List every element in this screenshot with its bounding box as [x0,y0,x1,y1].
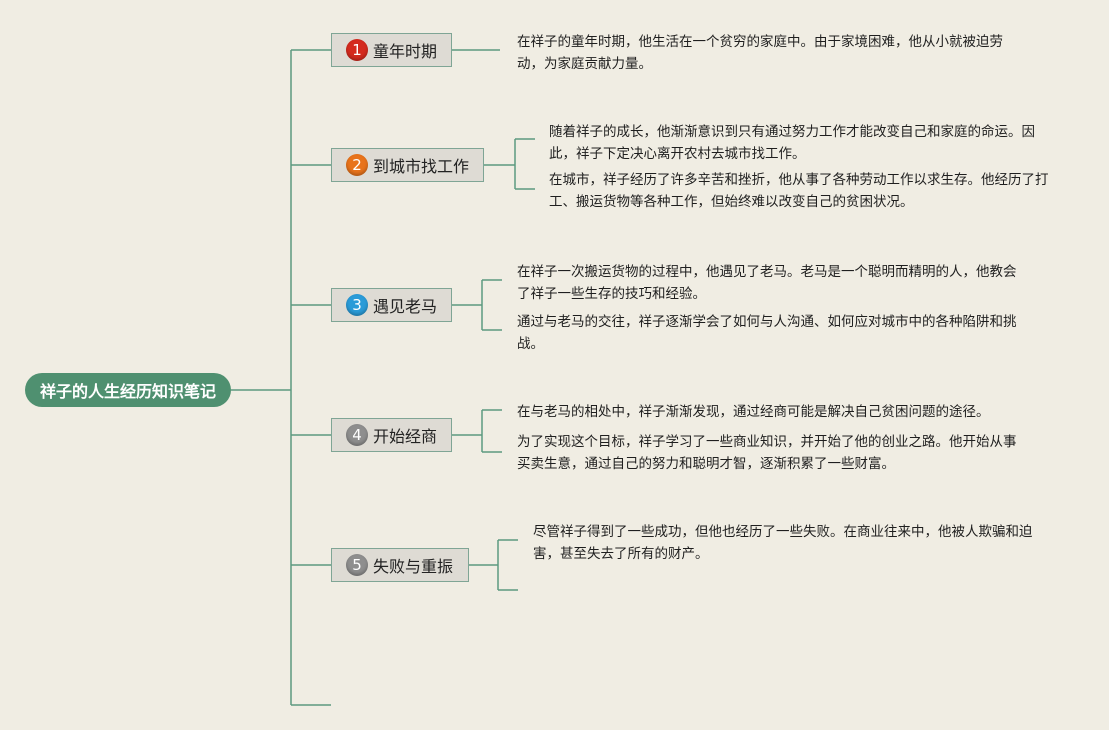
branch-find-work-in-city[interactable]: 2 到城市找工作 [331,148,484,182]
note-childhood: 在祥子的童年时期，他生活在一个贫穷的家庭中。由于家境困难，他从小就被迫劳动，为家… [517,34,1003,72]
number-badge-3-icon: 3 [346,294,368,316]
branch-start-business[interactable]: 4 开始经商 [331,418,452,452]
note-start-business-1: 在与老马的相处中，祥子渐渐发现，通过经商可能是解决自己贫困问题的途径。 [517,404,990,420]
branch-label: 开始经商 [373,427,438,446]
number-badge-4-icon: 4 [346,424,368,446]
number-badge-5-icon: 5 [346,554,368,576]
note-find-work-2: 在城市，祥子经历了许多辛苦和挫折，他从事了各种劳动工作以求生存。他经历了打工、搬… [549,172,1049,210]
note-meet-lao-ma-2: 通过与老马的交往，祥子逐渐学会了如何与人沟通、如何应对城市中的各种陷阱和挑战。 [517,314,1017,352]
note-start-business-2: 为了实现这个目标，祥子学习了一些商业知识，并开始了他的创业之路。他开始从事买卖生… [517,434,1017,472]
root-topic[interactable]: 祥子的人生经历知识笔记 [25,373,231,407]
branch-label: 童年时期 [373,42,438,61]
number-badge-2-icon: 2 [346,154,368,176]
branch-meet-lao-ma[interactable]: 3 遇见老马 [331,288,452,322]
branch-label: 遇见老马 [373,297,438,316]
number-badge-1-icon: 1 [346,39,368,61]
note-find-work-1: 随着祥子的成长，他渐渐意识到只有通过努力工作才能改变自己和家庭的命运。因此，祥子… [549,124,1035,162]
branch-label: 到城市找工作 [373,157,470,176]
root-title: 祥子的人生经历知识笔记 [39,382,216,401]
note-meet-lao-ma-1: 在祥子一次搬运货物的过程中，他遇见了老马。老马是一个聪明而精明的人，他教会了祥子… [517,264,1017,302]
note-failure-and-revival: 尽管祥子得到了一些成功，但他也经历了一些失败。在商业往来中，他被人欺骗和迫害，甚… [533,524,1033,562]
branch-childhood[interactable]: 1 童年时期 [331,33,452,67]
branch-failure-and-revival[interactable]: 5 失败与重振 [331,548,469,582]
branch-label: 失败与重振 [373,557,454,576]
